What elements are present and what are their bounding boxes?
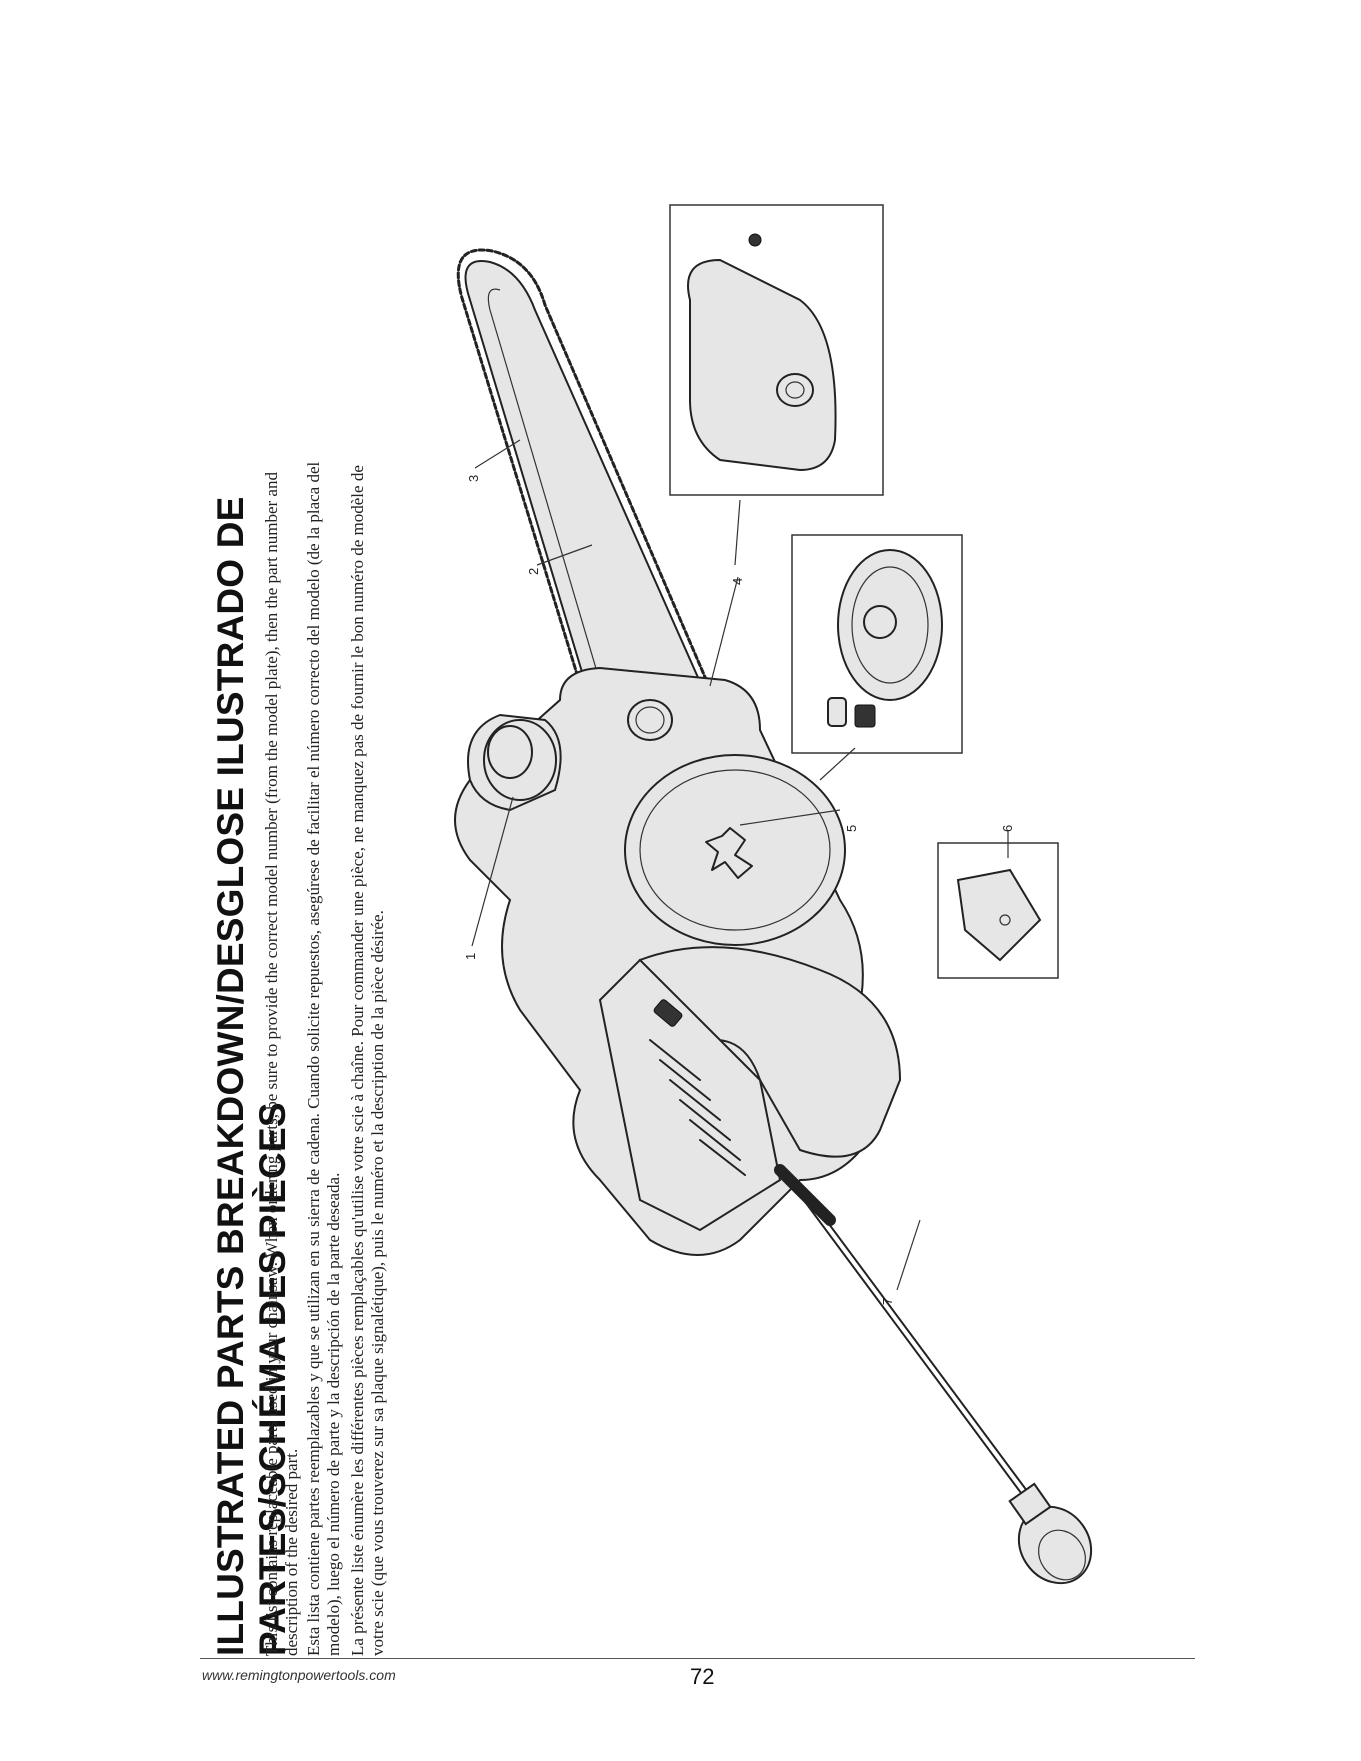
leader-3 <box>474 439 521 469</box>
callout-5: 5 <box>844 825 859 832</box>
cord-cable-highlight <box>798 1188 1032 1502</box>
footer-url: www.remingtonpowertools.com <box>202 1667 396 1683</box>
cover-knob-icon <box>705 827 753 879</box>
power-cord <box>774 1164 1093 1585</box>
cover-nut <box>748 233 762 247</box>
leader-4b <box>709 576 739 687</box>
cord-strain-relief <box>774 1164 836 1226</box>
callout-leaders <box>471 439 1009 1291</box>
leader-5b <box>739 809 841 826</box>
inset-frame <box>791 534 963 754</box>
inset-sprocket-cover <box>669 204 884 496</box>
side-cover-rim <box>639 769 831 931</box>
switch-body <box>956 868 1042 962</box>
page-number: 72 <box>690 1664 715 1689</box>
saw-chain <box>456 248 710 686</box>
leader-5 <box>819 747 856 781</box>
sprocket-cover <box>687 258 837 472</box>
switch-hole <box>999 914 1011 926</box>
inset-frame <box>937 842 1059 979</box>
grip-ribs <box>649 1039 746 1176</box>
inset-clutch-drum <box>791 534 963 754</box>
side-cover <box>624 754 846 946</box>
oil-cap-top <box>487 725 533 779</box>
rear-handle <box>598 946 902 1232</box>
clutch-drum-rim <box>851 566 929 684</box>
oil-cap <box>467 713 562 812</box>
bar-groove <box>487 288 601 683</box>
callout-7: 7 <box>880 1298 895 1305</box>
cord-plug-collar <box>1008 1482 1052 1526</box>
sprocket-cover-boss <box>776 373 814 407</box>
inset-frame <box>669 204 884 496</box>
callout-numbers: 1 2 3 4 5 6 7 <box>463 475 1015 1305</box>
footer-rule <box>200 1658 1195 1659</box>
leader-7 <box>896 1219 921 1291</box>
leader-2 <box>536 544 593 566</box>
sprocket-cover-boss-inner <box>785 381 805 399</box>
sprocket <box>863 605 897 639</box>
housing-port-inner <box>635 706 665 734</box>
callout-1: 1 <box>463 953 478 960</box>
callout-2: 2 <box>526 568 541 575</box>
callout-3: 3 <box>466 475 481 482</box>
leader-4 <box>734 499 741 566</box>
trigger-switch <box>653 999 683 1027</box>
drive-gear <box>854 704 876 728</box>
guide-bar-and-chain <box>456 248 710 686</box>
guide-bar <box>464 260 702 683</box>
housing-port <box>627 699 673 741</box>
callout-6: 6 <box>1000 825 1015 832</box>
cord-plug-face <box>1038 1529 1086 1581</box>
inset-switch <box>937 842 1059 979</box>
drive-pin <box>827 697 847 727</box>
handle-loop <box>638 946 902 1158</box>
leader-1 <box>471 796 514 947</box>
callout-4: 4 <box>730 578 745 585</box>
chainsaw-body <box>454 666 1093 1585</box>
